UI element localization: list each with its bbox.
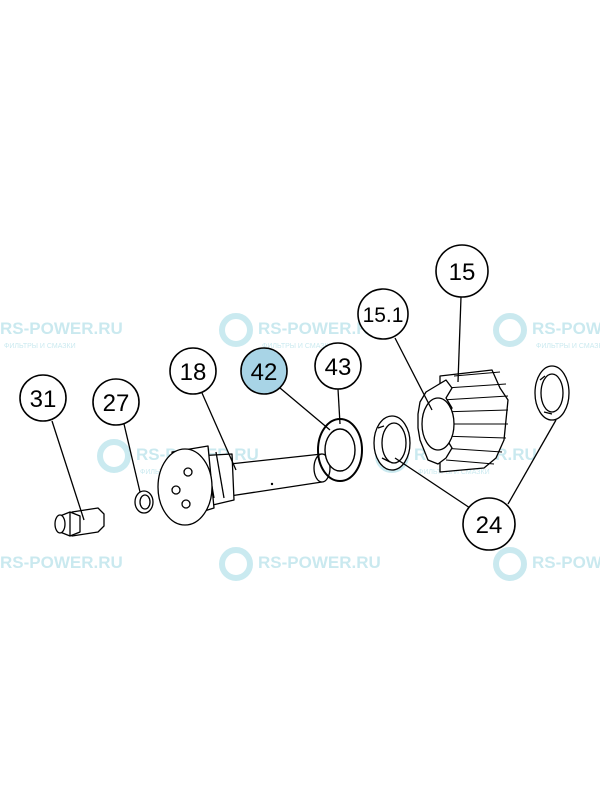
leader-18 (201, 392, 237, 471)
callout-42-label: 42 (251, 359, 278, 386)
part-27-washer (134, 490, 154, 514)
callout-24-circle (462, 497, 516, 551)
leader-24-right (507, 419, 557, 505)
callout-24-label: 24 (476, 512, 503, 539)
watermark-brand: RS-POWER.RU (0, 319, 123, 338)
leader-15-1 (394, 337, 433, 411)
callout-15: 15 (435, 244, 489, 298)
watermark-brand: RS-POWER.RU (532, 319, 600, 338)
callout-43: 43 (314, 342, 362, 390)
leader-42 (279, 387, 331, 431)
callout-15-1-label: 15.1 (363, 304, 404, 327)
watermark-brand: RS-POWER.RU (258, 553, 381, 572)
watermark-top-center: RS-POWER.RU ФИЛЬТРЫ И СМАЗКИ (219, 313, 381, 350)
callout-31: 31 (19, 374, 67, 422)
callout-43-circle (314, 342, 362, 390)
watermark-logo-icon (493, 313, 527, 347)
leader-15 (457, 296, 462, 383)
callout-18: 18 (169, 347, 217, 395)
watermark-brand: RS-POWER.RU (532, 553, 600, 572)
watermark-tagline: ФИЛЬТРЫ И СМАЗКИ (4, 343, 76, 350)
watermark-top-right: RS-POWER.RU ФИЛЬТРЫ И СМАЗКИ (493, 313, 600, 350)
callout-42-circle (240, 347, 288, 395)
leader-27 (123, 423, 141, 493)
watermark-brand: RS-POWER.RU (258, 319, 381, 338)
callout-18-circle (169, 347, 217, 395)
part-43-o-ring (317, 418, 363, 482)
watermark-logo-icon (97, 439, 131, 473)
callouts: 31 27 18 42 43 15.1 15 24 (19, 244, 516, 551)
leader-24-left (394, 457, 471, 509)
callout-15-1: 15.1 (357, 288, 409, 340)
callout-31-circle (19, 374, 67, 422)
watermark-logo-icon (493, 547, 527, 581)
callout-43-label: 43 (325, 354, 352, 381)
watermark-tagline: ФИЛЬТРЫ И СМАЗКИ (418, 469, 490, 476)
leader-31 (51, 420, 85, 521)
callout-18-label: 18 (180, 359, 207, 386)
watermark-bottom-left: RS-POWER.RU (0, 553, 123, 572)
callout-31-label: 31 (30, 386, 57, 413)
part-24-washer-right (534, 365, 570, 421)
part-24-washer-left (373, 415, 411, 471)
watermark-brand: RS-POWER.RU (0, 553, 123, 572)
watermark-logo-icon (219, 547, 253, 581)
callout-27-circle (92, 378, 140, 426)
callout-24: 24 (462, 497, 516, 551)
watermark-tagline: ФИЛЬТРЫ И СМАЗКИ (262, 343, 334, 350)
part-18-shaft (157, 445, 331, 526)
leader-43 (337, 388, 341, 425)
watermark-bottom-center: RS-POWER.RU (219, 547, 381, 581)
part-15-gear (417, 369, 509, 473)
watermark-tagline: ФИЛЬТРЫ И СМАЗКИ (536, 343, 600, 350)
leader-lines (51, 296, 557, 521)
callout-27: 27 (92, 378, 140, 426)
part-31-bolt (54, 507, 105, 537)
watermark-bottom-right: RS-POWER.RU (493, 547, 600, 581)
callout-15-label: 15 (449, 259, 476, 286)
watermark-logo-icon (219, 313, 253, 347)
callout-27-label: 27 (103, 390, 130, 417)
watermark-top-left: RS-POWER.RU ФИЛЬТРЫ И СМАЗКИ (0, 319, 123, 350)
callout-15-1-circle (357, 288, 409, 340)
callout-15-circle (435, 244, 489, 298)
callout-42: 42 (240, 347, 288, 395)
